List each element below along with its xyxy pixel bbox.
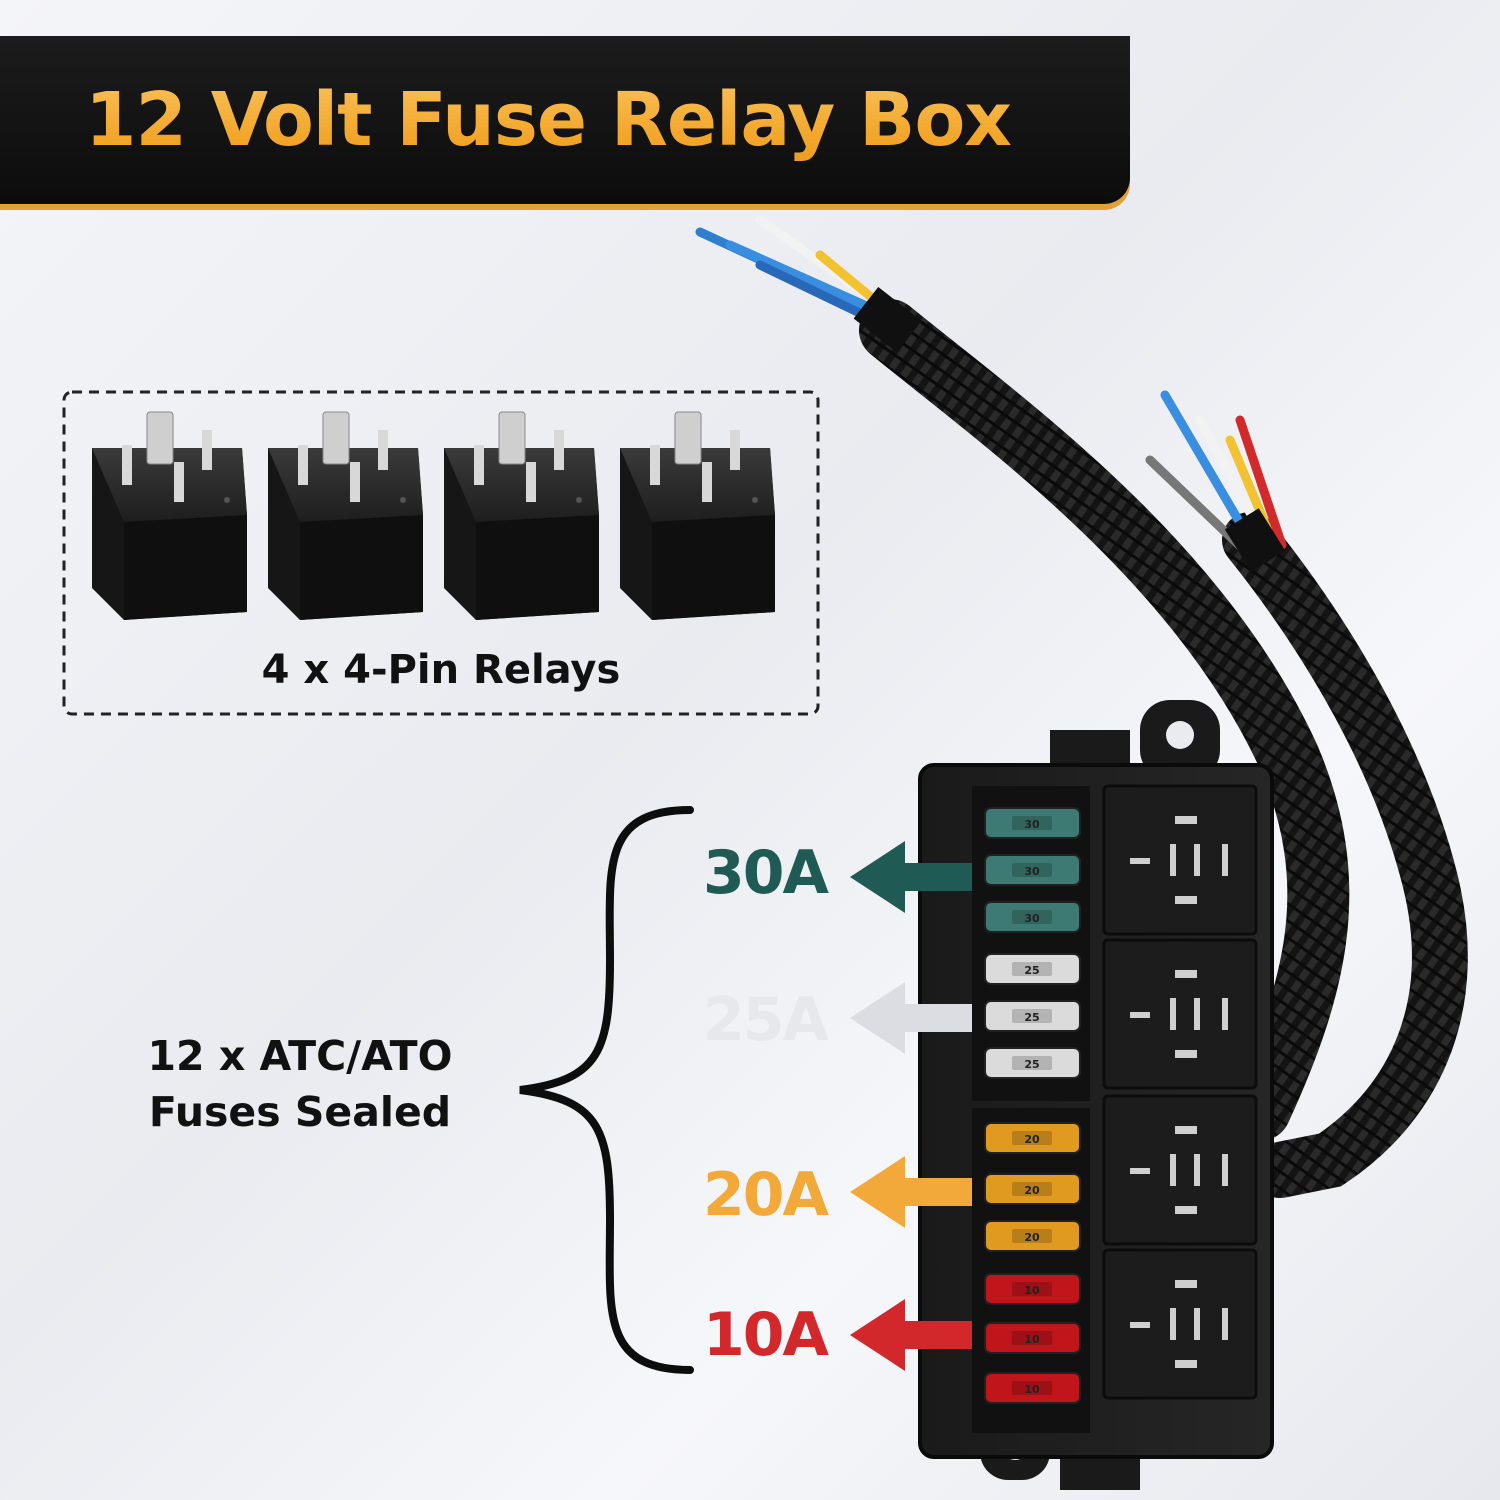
relays-caption: 4 x 4-Pin Relays xyxy=(261,647,621,693)
fuse-rating: 30 xyxy=(1024,818,1040,831)
relay-icon xyxy=(268,411,423,620)
fuses-caption-line1: 12 x ATC/ATO xyxy=(147,1032,453,1080)
fuse: 10 xyxy=(984,1273,1081,1305)
amp-label-20a: 20A xyxy=(703,1160,829,1230)
relay-icon xyxy=(92,411,247,620)
relay-socket xyxy=(1102,784,1258,936)
fuse-rating: 10 xyxy=(1024,1333,1040,1346)
left-arrow-icon xyxy=(850,1299,972,1371)
fuse: 10 xyxy=(984,1322,1081,1354)
fuse-rating: 20 xyxy=(1024,1133,1040,1146)
fuse-rating: 10 xyxy=(1024,1383,1040,1396)
fuse: 10 xyxy=(984,1372,1081,1404)
relay-icon xyxy=(444,411,599,620)
fuse-rating: 20 xyxy=(1024,1184,1040,1197)
fuse-rating: 25 xyxy=(1024,1058,1039,1071)
fuse: 20 xyxy=(984,1220,1081,1252)
relay-socket xyxy=(1102,1094,1258,1246)
fuses-caption: 12 x ATC/ATO Fuses Sealed xyxy=(90,1028,510,1140)
fuse: 25 xyxy=(984,953,1081,985)
relay-icon xyxy=(620,411,775,620)
fuse: 25 xyxy=(984,1047,1081,1079)
amp-label-25a: 25A xyxy=(703,985,829,1055)
fuse: 30 xyxy=(984,807,1081,839)
amp-label-10a: 10A xyxy=(703,1300,829,1370)
left-arrow-icon xyxy=(850,982,972,1054)
fuses-caption-line2: Fuses Sealed xyxy=(148,1088,452,1136)
page-title: 12 Volt Fuse Relay Box xyxy=(85,36,1085,204)
amp-label-30a: 30A xyxy=(703,838,829,908)
fuse: 30 xyxy=(984,854,1081,886)
wire-harness-icon xyxy=(695,215,1468,1198)
fuse-rating: 30 xyxy=(1024,912,1040,925)
fuse-rating: 25 xyxy=(1024,964,1039,977)
relay-panel xyxy=(62,390,820,716)
fuse: 20 xyxy=(984,1173,1081,1205)
left-arrow-icon xyxy=(850,1156,972,1228)
fuse-box-icon: 30 30 30 25 25 25 20 20 20 10 10 10 xyxy=(918,700,1274,1490)
title-banner xyxy=(0,36,1130,204)
fuse: 20 xyxy=(984,1122,1081,1154)
fuse: 30 xyxy=(984,901,1081,933)
fuse-rating: 10 xyxy=(1024,1284,1040,1297)
fuse-rating: 20 xyxy=(1024,1231,1040,1244)
relay-socket xyxy=(1102,1248,1258,1400)
fuse-rating: 25 xyxy=(1024,1011,1039,1024)
fuse: 25 xyxy=(984,1000,1081,1032)
fuse-rating: 30 xyxy=(1024,865,1040,878)
left-arrow-icon xyxy=(850,841,972,913)
curly-brace-icon xyxy=(519,806,694,1374)
relay-socket xyxy=(1102,938,1258,1090)
